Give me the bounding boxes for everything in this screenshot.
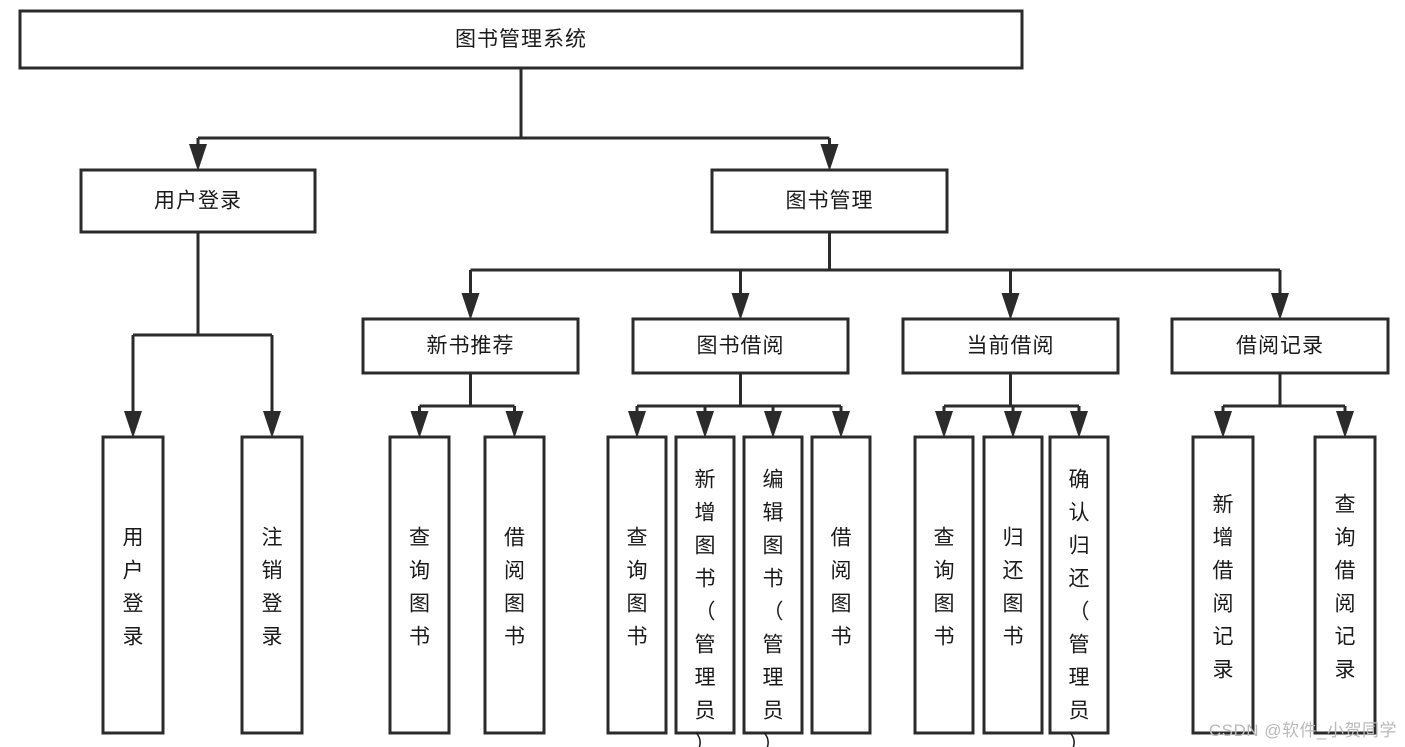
node-label-leaf-add-book: 新增图书（管理员） <box>695 469 716 747</box>
node-leaf-user-login[interactable]: 用户登录 <box>101 435 165 735</box>
connector-group-root <box>189 68 839 171</box>
node-label-leaf-return-book: 归还图书 <box>1003 527 1024 649</box>
node-leaf-borrow-book-1[interactable]: 借阅图书 <box>483 435 546 735</box>
node-box-user-login <box>79 168 317 234</box>
arrow-head-icon <box>1271 293 1289 320</box>
connector-group-book-manage <box>461 232 1289 320</box>
connector-group-borrow-record <box>1214 373 1354 438</box>
node-book-borrow[interactable]: 图书借阅 <box>631 317 850 375</box>
node-label-current-borrow: 当前借阅 <box>967 335 1055 358</box>
node-box-leaf-borrow-book-2 <box>810 435 872 735</box>
arrow-head-icon <box>696 411 714 438</box>
connector-group-book-borrow <box>628 373 850 438</box>
node-box-leaf-return-book <box>982 435 1044 735</box>
node-user-login[interactable]: 用户登录 <box>79 168 317 234</box>
node-label-user-login: 用户登录 <box>154 190 242 213</box>
node-label-leaf-query-book-1: 查询图书 <box>409 527 430 649</box>
node-label-book-manage: 图书管理 <box>786 190 874 213</box>
arrow-head-icon <box>461 293 480 320</box>
node-box-leaf-query-book-2 <box>606 435 668 735</box>
node-leaf-borrow-book-2[interactable]: 借阅图书 <box>810 435 872 735</box>
node-box-leaf-query-record <box>1313 435 1377 735</box>
node-box-leaf-query-book-3 <box>913 435 975 735</box>
node-borrow-record[interactable]: 借阅记录 <box>1170 317 1390 375</box>
arrow-head-icon <box>410 411 429 438</box>
arrow-head-icon <box>820 144 839 171</box>
node-label-leaf-user-login: 用户登录 <box>123 527 144 649</box>
node-leaf-logout[interactable]: 注销登录 <box>240 435 304 735</box>
node-layer: 图书管理系统用户登录图书管理新书推荐图书借阅当前借阅借阅记录用户登录注销登录查询… <box>18 9 1390 747</box>
arrow-head-icon <box>505 411 524 438</box>
node-root[interactable]: 图书管理系统 <box>18 9 1024 70</box>
node-label-leaf-query-record: 查询借阅记录 <box>1335 494 1356 682</box>
node-leaf-confirm-return[interactable]: 确认归还（管理员） <box>1048 435 1110 747</box>
node-box-leaf-add-record <box>1191 435 1255 735</box>
node-leaf-query-book-2[interactable]: 查询图书 <box>606 435 668 735</box>
arrow-head-icon <box>1001 293 1020 320</box>
node-book-manage[interactable]: 图书管理 <box>710 168 949 234</box>
node-label-leaf-confirm-return: 确认归还（管理员） <box>1069 469 1090 747</box>
node-box-current-borrow <box>901 317 1120 375</box>
node-box-root <box>18 9 1024 70</box>
arrow-head-icon <box>124 411 142 438</box>
node-leaf-add-book[interactable]: 新增图书（管理员） <box>674 435 736 747</box>
node-new-book-recommend[interactable]: 新书推荐 <box>361 317 580 375</box>
node-leaf-query-record[interactable]: 查询借阅记录 <box>1313 435 1377 735</box>
node-leaf-query-book-1[interactable]: 查询图书 <box>388 435 451 735</box>
node-label-leaf-edit-book: 编辑图书（管理员） <box>763 469 784 747</box>
node-box-book-manage <box>710 168 949 234</box>
node-label-leaf-add-record: 新增借阅记录 <box>1213 494 1234 682</box>
arrow-head-icon <box>731 293 750 320</box>
node-label-new-book-recommend: 新书推荐 <box>427 335 515 358</box>
connector-layer <box>124 68 1354 438</box>
node-box-leaf-borrow-book-1 <box>483 435 546 735</box>
node-box-leaf-confirm-return <box>1048 435 1110 735</box>
connector-group-new-book-recommend <box>410 373 524 438</box>
node-leaf-return-book[interactable]: 归还图书 <box>982 435 1044 735</box>
node-leaf-query-book-3[interactable]: 查询图书 <box>913 435 975 735</box>
arrow-head-icon <box>764 411 782 438</box>
node-label-leaf-borrow-book-1: 借阅图书 <box>504 527 525 649</box>
node-label-leaf-query-book-3: 查询图书 <box>934 527 955 649</box>
node-box-new-book-recommend <box>361 317 580 375</box>
node-box-book-borrow <box>631 317 850 375</box>
arrow-head-icon <box>1214 411 1232 438</box>
node-label-leaf-borrow-book-2: 借阅图书 <box>831 527 852 649</box>
node-box-leaf-edit-book <box>742 435 804 735</box>
node-box-leaf-logout <box>240 435 304 735</box>
node-box-leaf-user-login <box>101 435 165 735</box>
node-label-borrow-record: 借阅记录 <box>1236 335 1324 358</box>
node-label-root: 图书管理系统 <box>455 28 587 51</box>
node-box-leaf-add-book <box>674 435 736 735</box>
connector-group-user-login <box>124 232 281 438</box>
node-label-book-borrow: 图书借阅 <box>697 335 785 358</box>
arrow-head-icon <box>263 411 281 438</box>
node-label-leaf-logout: 注销登录 <box>262 527 283 649</box>
arrow-head-icon <box>935 411 953 438</box>
node-box-leaf-query-book-1 <box>388 435 451 735</box>
arrow-head-icon <box>1336 411 1354 438</box>
node-leaf-edit-book[interactable]: 编辑图书（管理员） <box>742 435 804 747</box>
connector-group-current-borrow <box>935 373 1088 438</box>
node-label-leaf-query-book-2: 查询图书 <box>627 527 648 649</box>
arrow-head-icon <box>628 411 646 438</box>
arrow-head-icon <box>189 144 207 171</box>
arrow-head-icon <box>1004 411 1022 438</box>
node-current-borrow[interactable]: 当前借阅 <box>901 317 1120 375</box>
node-leaf-add-record[interactable]: 新增借阅记录 <box>1191 435 1255 735</box>
arrow-head-icon <box>1070 411 1088 438</box>
arrow-head-icon <box>832 411 850 438</box>
node-box-borrow-record <box>1170 317 1390 375</box>
watermark-text: CSDN @软件_小贺同学 <box>1208 721 1397 740</box>
